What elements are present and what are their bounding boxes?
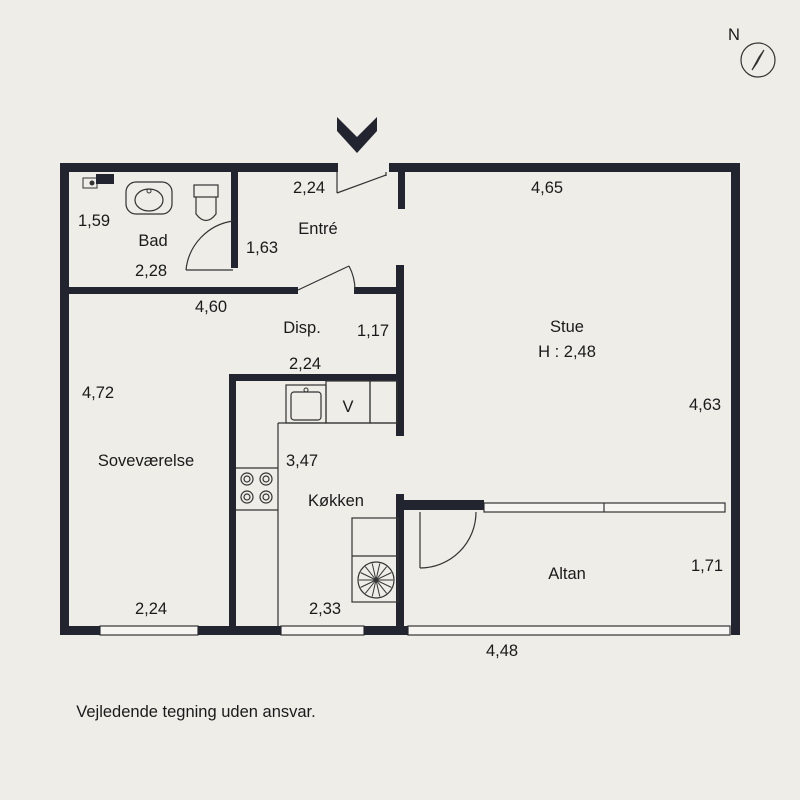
dim-bad-width: 2,28 xyxy=(135,262,167,280)
counter-right xyxy=(351,517,399,603)
dim-kokken-height: 3,47 xyxy=(286,452,318,470)
walls xyxy=(60,163,740,635)
compass-north-label: N xyxy=(728,26,740,44)
dim-entre-width: 2,24 xyxy=(293,179,325,197)
dimensions: 1,59 2,28 2,24 1,63 4,65 4,60 1,17 2,24 … xyxy=(78,179,723,660)
stove-icon xyxy=(240,472,273,504)
disclaimer: Vejledende tegning uden ansvar. xyxy=(76,703,315,721)
dim-stue-width: 4,65 xyxy=(531,179,563,197)
entrance-door xyxy=(336,174,387,194)
fan-spoke xyxy=(365,566,377,581)
dim-altan-width: 4,48 xyxy=(486,642,518,660)
room-stue-height: H : 2,48 xyxy=(538,343,596,361)
dim-disp-width: 2,24 xyxy=(289,355,321,373)
window-kitchen xyxy=(280,625,365,636)
fixtures xyxy=(82,174,399,626)
dim-bad-height: 1,59 xyxy=(78,212,110,230)
fan-spoke xyxy=(375,563,381,581)
room-entre: Entré xyxy=(298,220,337,238)
windows xyxy=(99,502,731,636)
fan-spoke xyxy=(360,579,377,588)
fan-spoke xyxy=(375,579,387,594)
room-sovevaerelse: Soveværelse xyxy=(98,452,194,470)
dim-disp-height: 1,17 xyxy=(357,322,389,340)
entrance-arrow-icon xyxy=(337,117,377,153)
fan-spoke xyxy=(375,579,381,597)
fan-spoke xyxy=(365,579,377,594)
fan-spoke xyxy=(375,579,392,588)
closet-door xyxy=(297,265,350,291)
washbasin-icon xyxy=(125,181,173,215)
room-labels: Bad Entré Disp. Stue H : 2,48 Soveværels… xyxy=(98,220,596,583)
compass: N xyxy=(728,26,776,78)
room-stue: Stue xyxy=(550,318,584,336)
window-bedroom xyxy=(99,625,199,636)
label-v: V xyxy=(342,398,353,416)
room-kokken: Køkken xyxy=(308,492,364,510)
dim-sovevaerelse-top: 4,60 xyxy=(195,298,227,316)
dim-kokken-width: 2,33 xyxy=(309,600,341,618)
toilet-icon xyxy=(193,184,219,198)
dim-stue-height: 4,63 xyxy=(689,396,721,414)
doors xyxy=(185,172,477,569)
room-bad: Bad xyxy=(138,232,167,250)
kitchen-sink-icon xyxy=(285,384,327,424)
fan-spoke xyxy=(360,572,377,581)
compass-icon xyxy=(740,42,776,78)
room-altan: Altan xyxy=(548,565,586,583)
fan-spoke xyxy=(371,563,377,581)
fan-icon xyxy=(357,561,395,599)
dim-entre-height: 1,63 xyxy=(246,239,278,257)
dim-sovevaerelse-width: 2,24 xyxy=(135,600,167,618)
room-disp: Disp. xyxy=(283,319,321,337)
fan-spoke xyxy=(371,579,377,597)
dim-sovevaerelse-height: 4,72 xyxy=(82,384,114,402)
dim-altan-height: 1,71 xyxy=(691,557,723,575)
fan-spoke xyxy=(375,572,392,581)
bathroom-door xyxy=(185,220,234,271)
window-balcony xyxy=(407,625,731,636)
fan-spoke xyxy=(375,566,387,581)
